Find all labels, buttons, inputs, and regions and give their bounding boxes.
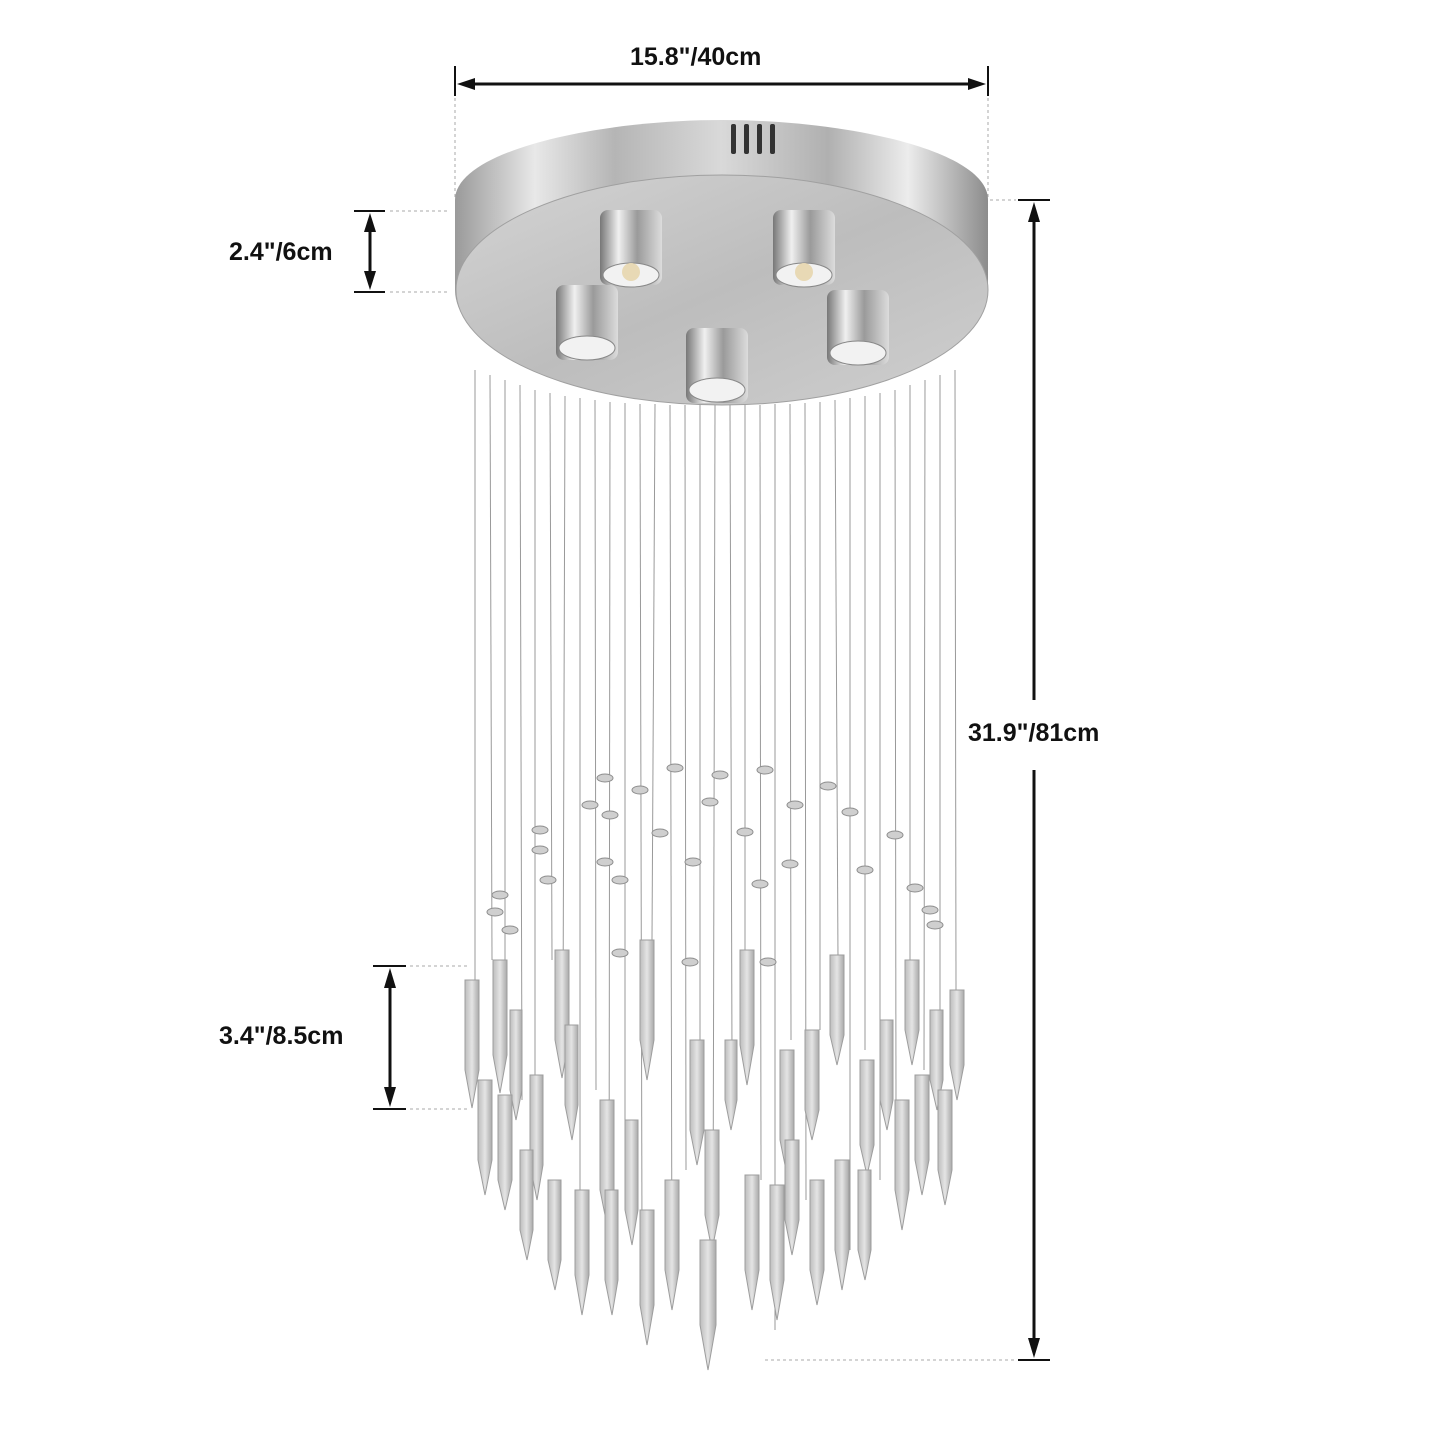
vent-slots-icon xyxy=(731,124,775,154)
spotlight-icon xyxy=(773,210,835,288)
width-dimension-label: 15.8"/40cm xyxy=(630,43,762,71)
spotlight-icon xyxy=(556,285,618,361)
dimension-lines xyxy=(354,66,1050,1361)
spotlight-icon xyxy=(827,290,889,366)
crystal-length-dimension-label: 3.4"/8.5cm xyxy=(219,1022,344,1050)
spotlights xyxy=(556,210,889,403)
canopy-height-dimension-label: 2.4"/6cm xyxy=(229,238,333,266)
suspension-wires xyxy=(474,369,957,1330)
prism-crystals xyxy=(464,939,965,1371)
spotlight-icon xyxy=(600,210,662,288)
bead-crystals xyxy=(486,763,944,967)
spotlight-icon xyxy=(686,328,748,403)
overall-drop-dimension-label: 31.9"/81cm xyxy=(968,719,1100,747)
